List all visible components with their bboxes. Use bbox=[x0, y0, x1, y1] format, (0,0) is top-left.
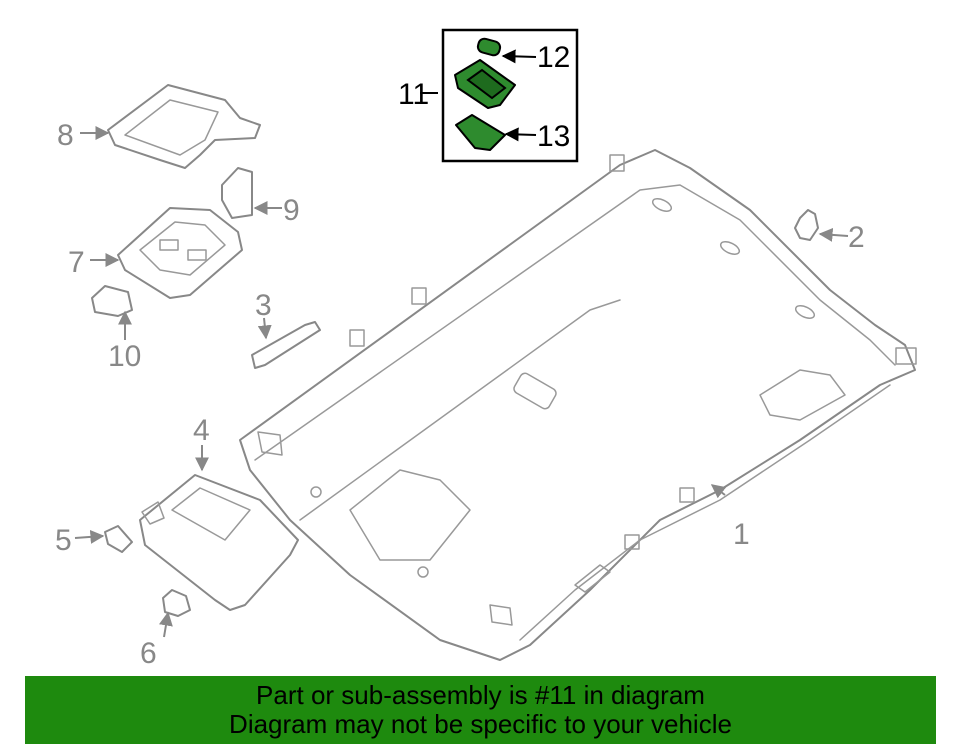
info-banner: Part or sub-assembly is #11 in diagram D… bbox=[25, 676, 936, 744]
callout-12: 12 bbox=[537, 41, 570, 74]
callout-10: 10 bbox=[108, 340, 141, 373]
callout-1: 1 bbox=[733, 518, 750, 551]
clip-part-10 bbox=[91, 285, 133, 317]
holder-part-6 bbox=[162, 589, 191, 617]
callout-3: 3 bbox=[255, 289, 272, 322]
highlighted-assembly-part-11 bbox=[454, 59, 516, 109]
callout-8: 8 bbox=[57, 119, 74, 152]
callout-6: 6 bbox=[140, 637, 157, 670]
callout-7: 7 bbox=[68, 246, 85, 279]
headliner-part-1 bbox=[239, 149, 917, 661]
callout-9: 9 bbox=[283, 194, 300, 227]
highlighted-bulb-part-12 bbox=[476, 37, 502, 57]
bracket-part-9 bbox=[221, 167, 253, 219]
callout-2: 2 bbox=[848, 221, 865, 254]
clip-part-2 bbox=[794, 209, 819, 241]
callout-5: 5 bbox=[55, 524, 72, 557]
callout-11: 11 bbox=[398, 78, 429, 111]
clip-part-5 bbox=[104, 525, 133, 553]
bracket-part-3 bbox=[251, 321, 321, 369]
sun-visor-part-4 bbox=[139, 474, 299, 611]
callout-13: 13 bbox=[537, 120, 570, 153]
plate-part-8 bbox=[107, 84, 261, 169]
map-lamp-part-7 bbox=[117, 207, 243, 299]
callout-4: 4 bbox=[193, 414, 210, 447]
highlighted-lens-part-13 bbox=[455, 114, 506, 151]
banner-line-1: Part or sub-assembly is #11 in diagram bbox=[256, 680, 705, 710]
banner-line-2: Diagram may not be specific to your vehi… bbox=[229, 709, 732, 739]
